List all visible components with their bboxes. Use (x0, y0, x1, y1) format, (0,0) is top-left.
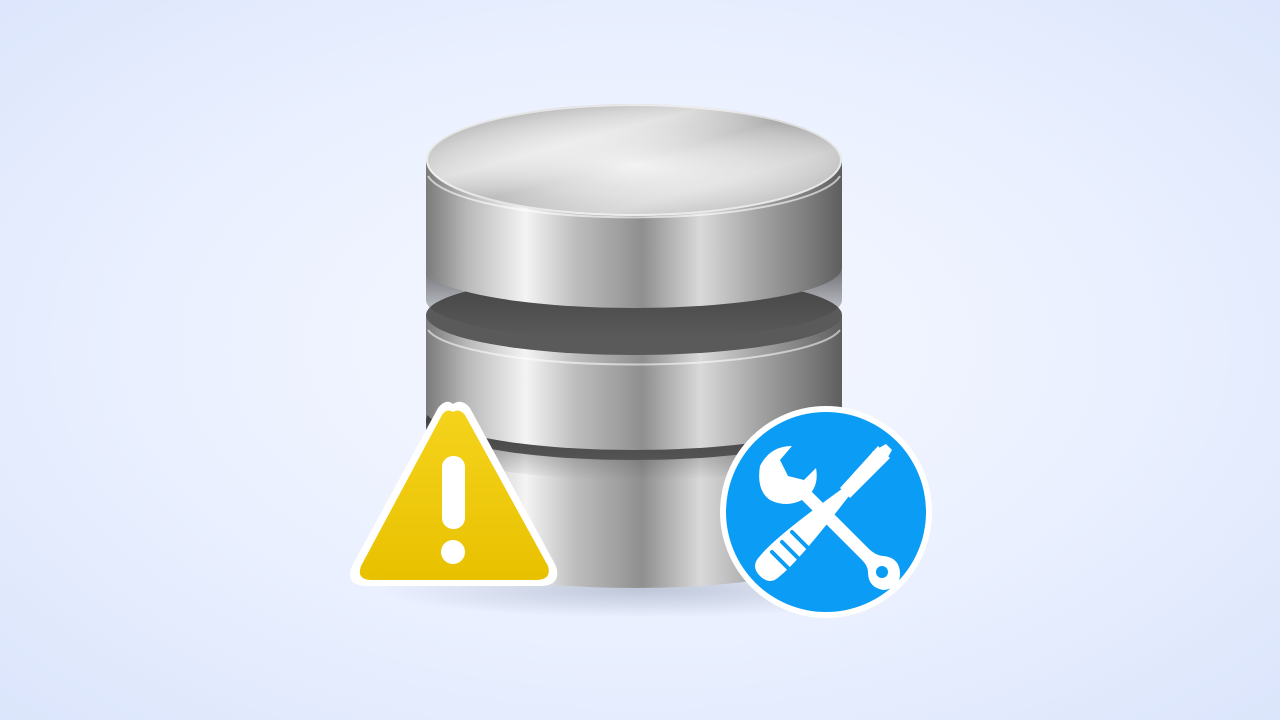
exclamation-bar (442, 456, 465, 529)
database-icon (426, 104, 842, 588)
tools-icon (720, 406, 932, 618)
warning-icon (350, 401, 558, 586)
wrench-icon (759, 446, 900, 590)
database-tier-top (426, 104, 842, 340)
exclamation-dot (441, 540, 465, 564)
